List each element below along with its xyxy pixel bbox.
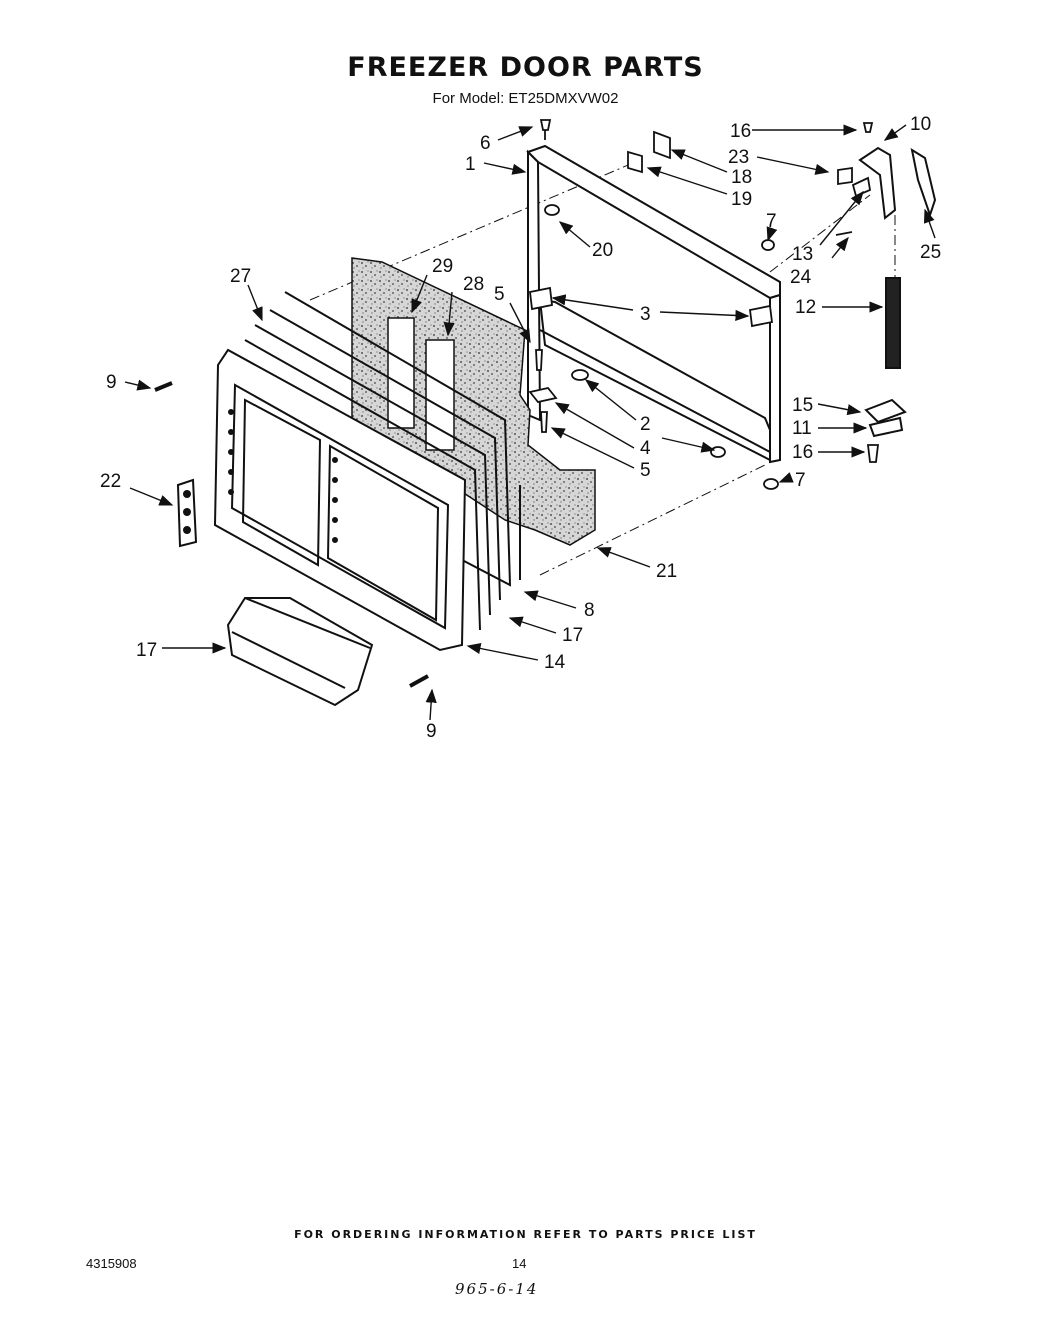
callout-12: 12: [795, 297, 816, 318]
page-title: FREEZER DOOR PARTS: [347, 52, 704, 83]
small-hardware: [154, 119, 880, 688]
callout-8: 8: [584, 600, 595, 621]
door-outer-frame: [526, 144, 781, 464]
callout-3: 3: [640, 304, 651, 325]
callout-23: 23: [728, 147, 749, 168]
door-liner: [213, 348, 467, 652]
callout-7-top: 7: [766, 211, 777, 232]
ordering-note: FOR ORDERING INFORMATION REFER TO PARTS …: [294, 1228, 757, 1241]
callout-10: 10: [910, 114, 931, 135]
callout-24: 24: [790, 267, 812, 288]
page-number: 14: [512, 1256, 527, 1271]
callout-5-bottom: 5: [640, 460, 651, 481]
callout-29: 28: [463, 274, 484, 295]
callout-labels: 6 1 16 10 23 18 19 20 7 13 24 25 12 3 5 …: [100, 114, 941, 742]
callout-28: 17: [562, 625, 583, 646]
callout-2: 2: [640, 414, 651, 435]
callout-16-bottom: 16: [792, 442, 813, 463]
callout-15: 14: [544, 652, 566, 673]
callout-9-left: 9: [106, 372, 117, 393]
callout-22: 22: [100, 471, 121, 492]
callout-19: 19: [731, 189, 752, 210]
leader-lines: [124, 124, 936, 721]
handwritten-note: 965-6-14: [455, 1280, 539, 1298]
callout-16-top: 16: [730, 121, 751, 142]
callout-1: 1: [465, 154, 476, 175]
callout-27: 27: [230, 266, 251, 287]
callout-5-top: 5: [494, 284, 505, 305]
hinge-bracket: [176, 478, 198, 548]
document-number: 4315908: [86, 1256, 137, 1271]
callout-6: 6: [480, 133, 491, 154]
callout-18: 18: [731, 167, 752, 188]
callout-20: 20: [592, 240, 613, 261]
callout-11: 11: [792, 418, 812, 439]
callout-21: 21: [656, 561, 677, 582]
callout-25: 25: [920, 242, 941, 263]
callout-13: 15: [792, 395, 813, 416]
callout-30: 29: [432, 256, 453, 277]
callout-14: 13: [792, 244, 813, 265]
callout-4: 4: [640, 438, 651, 459]
model-subtitle: For Model: ET25DMXVW02: [432, 90, 619, 107]
hinge-parts: [858, 146, 937, 438]
callout-9-bottom: 9: [426, 721, 437, 742]
callout-7-bottom: 7: [795, 470, 806, 491]
door-bin: [226, 597, 374, 707]
rail-frames: [244, 291, 521, 631]
callout-17: 17: [136, 640, 157, 661]
alignment-lines: [309, 159, 896, 576]
